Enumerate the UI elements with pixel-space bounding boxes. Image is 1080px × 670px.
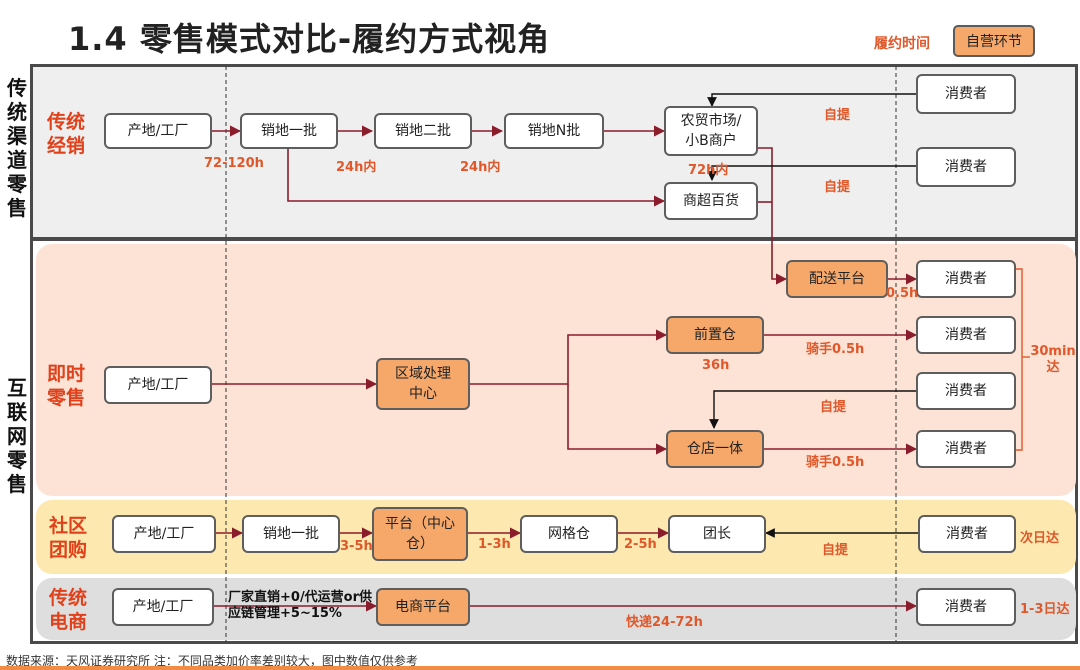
source-note: 数据来源：天风证券研究所 注：不同品类加价率差别较大，图中数值仅供参考 — [6, 654, 418, 668]
trad-market-node: 农贸市场/小B商户 — [664, 106, 758, 156]
instant-30min-label: 30min达 — [1030, 344, 1076, 375]
instant-front-warehouse-node: 前置仓 — [666, 316, 764, 354]
community-platform-node: 平台（中心仓） — [372, 507, 468, 561]
instant-consumer2-node: 消费者 — [916, 316, 1016, 354]
instant-consumer4-node: 消费者 — [916, 430, 1016, 468]
row-label-traditional-distribution: 传统经销 — [46, 111, 85, 157]
footer-accent-bar — [0, 666, 1080, 670]
trad-wholesale1-node: 销地一批 — [240, 113, 338, 149]
page-title: 1.4 零售模式对比-履约方式视角 — [68, 20, 551, 58]
internet-section-label: 互联网零售 — [7, 376, 27, 496]
community-time-2-5h: 2-5h — [624, 537, 657, 552]
ecom-origin-node: 产地/工厂 — [112, 588, 214, 626]
ecom-consumer-node: 消费者 — [916, 588, 1016, 626]
row-label-community-group: 社区团购 — [48, 515, 87, 561]
ecom-markup-note: 厂家直销+0/代运营or供应链管理+5~15% — [228, 590, 373, 621]
traditional-section-label: 传统渠道零售 — [7, 76, 27, 220]
ecom-platform-node: 电商平台 — [376, 588, 470, 626]
instant-consumer1-node: 消费者 — [916, 260, 1016, 298]
trad-wholesaleN-node: 销地N批 — [504, 113, 604, 149]
instant-time-36h: 36h — [702, 358, 730, 373]
ecom-1-3-day: 1-3日达 — [1020, 602, 1070, 617]
instant-time-0-5h: 0.5h — [886, 286, 919, 301]
community-pickup: 自提 — [822, 543, 849, 558]
trad-time-72h: 72h内 — [688, 163, 729, 178]
instant-rider-time-2: 骑手0.5h — [806, 455, 865, 470]
trad-pickup-1: 自提 — [824, 108, 851, 123]
trad-consumer2-node: 消费者 — [916, 147, 1016, 187]
trad-pickup-2: 自提 — [824, 180, 851, 195]
instant-store-warehouse-node: 仓店一体 — [666, 430, 764, 468]
community-consumer-node: 消费者 — [918, 515, 1016, 553]
instant-consumer3-node: 消费者 — [916, 372, 1016, 410]
instant-regional-hub-node: 区域处理中心 — [376, 358, 470, 410]
trad-time-72-120h: 72-120h — [204, 156, 264, 171]
instant-rider-time-1: 骑手0.5h — [806, 342, 865, 357]
community-next-day: 次日达 — [1020, 531, 1060, 546]
community-grid-warehouse-node: 网格仓 — [520, 515, 618, 553]
trad-time-24h-b: 24h内 — [460, 160, 501, 175]
instant-pickup: 自提 — [820, 400, 847, 415]
community-wholesale1-node: 销地一批 — [242, 515, 340, 553]
legend-own-box: 自营环节 — [953, 25, 1035, 57]
row-label-ecommerce: 传统电商 — [48, 587, 87, 633]
legend-time-label: 履约时间 — [874, 36, 930, 52]
instant-origin-node: 产地/工厂 — [104, 366, 212, 404]
row-label-instant-retail: 即时零售 — [46, 363, 85, 409]
ecom-express-time: 快递24-72h — [626, 615, 703, 630]
trad-consumer1-node: 消费者 — [916, 74, 1016, 114]
trad-supermarket-node: 商超百货 — [664, 182, 758, 220]
trad-wholesale2-node: 销地二批 — [374, 113, 472, 149]
community-time-3-5h: 3-5h — [340, 539, 373, 554]
community-leader-node: 团长 — [668, 515, 766, 553]
community-time-1-3h: 1-3h — [478, 537, 511, 552]
trad-origin-node: 产地/工厂 — [104, 113, 212, 149]
instant-delivery-platform-node: 配送平台 — [786, 260, 888, 298]
community-origin-node: 产地/工厂 — [112, 515, 216, 553]
trad-time-24h-a: 24h内 — [336, 160, 377, 175]
